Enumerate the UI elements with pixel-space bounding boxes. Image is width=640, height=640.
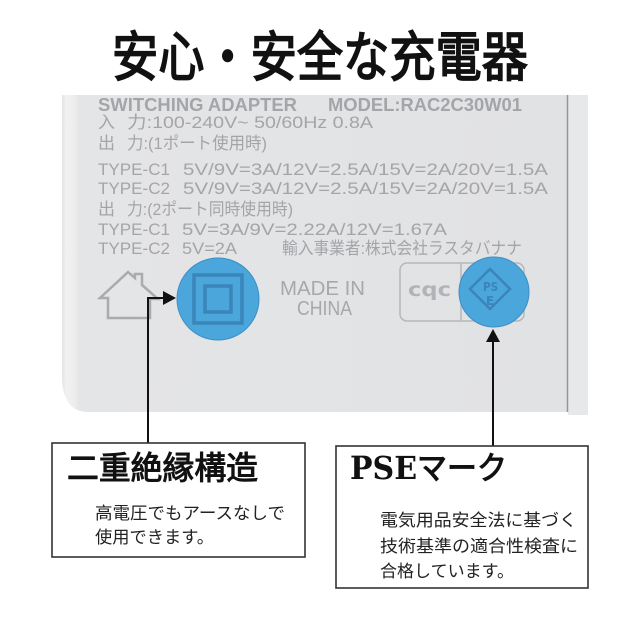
page-title: 安心・安全な充電器 xyxy=(112,25,529,89)
output-dual-heading: 力:(2ポート同時使用時) xyxy=(127,199,293,219)
pse-highlight: PS E xyxy=(458,256,530,328)
port-label: TYPE-C1 xyxy=(98,220,170,239)
origin-line1: MADE IN xyxy=(280,278,365,300)
housing-edge-strip xyxy=(568,95,588,415)
arrow-icon xyxy=(486,329,500,446)
callout-box xyxy=(335,445,589,589)
pse-symbol-bottom: E xyxy=(486,294,494,308)
product-type: SWITCHING ADAPTER xyxy=(98,95,297,115)
callout-body-line: 使用できます。 xyxy=(95,527,214,548)
callout-body-line: 技術基準の適合性検査に xyxy=(380,537,578,557)
pse-symbol-top: PS xyxy=(483,280,498,294)
input-prefix: 入 xyxy=(98,113,115,132)
port-label: TYPE-C2 xyxy=(98,239,170,258)
importer-name: 輸入事業者:株式会社ラスタバナナ xyxy=(282,239,522,258)
input-rating: 力:100-240V~ 50/60Hz 0.8A xyxy=(127,113,374,132)
port-label: TYPE-C1 xyxy=(98,160,170,179)
double-square-icon xyxy=(192,273,244,325)
callout-double-insulation: 二重絶縁構造 高電圧でもアースなしで 使用できます。 xyxy=(51,442,306,558)
callout-body-line: 合格しています。 xyxy=(380,562,514,582)
callout-pse-mark: PSEマーク 電気用品安全法に基づく 技術基準の適合性検査に 合格しています。 xyxy=(335,445,589,589)
arrow-icon xyxy=(147,291,176,443)
callout-body-line: 電気用品安全法に基づく xyxy=(380,511,577,531)
highlight-circle xyxy=(458,256,530,328)
callout-box xyxy=(51,442,306,558)
charger-label-panel: SWITCHING ADAPTER MODEL:RAC2C30W01 入 力:1… xyxy=(62,95,588,415)
callout-title: PSEマーク xyxy=(350,449,507,487)
label-surface xyxy=(62,95,567,412)
port-spec: 5V=2A xyxy=(182,239,238,258)
output-dual-prefix: 出 xyxy=(98,200,115,219)
double-insulation-highlight xyxy=(176,257,260,341)
port-spec: 5V/9V=3A/12V=2.5A/15V=2A/20V=1.5A xyxy=(183,160,549,179)
callout-body-line: 高電圧でもアースなしで xyxy=(95,504,285,524)
model-number: MODEL:RAC2C30W01 xyxy=(328,95,522,115)
callout-title: 二重絶縁構造 xyxy=(67,449,258,487)
output-single-prefix: 出 xyxy=(98,134,115,153)
output-single-heading: 力:(1ポート使用時) xyxy=(127,133,267,153)
cqc-logo: cqc xyxy=(408,279,451,301)
port-label: TYPE-C2 xyxy=(98,179,170,198)
highlight-circle xyxy=(176,257,260,341)
pse-diamond-icon: PS E xyxy=(468,267,512,311)
port-spec: 5V=3A/9V=2.22A/12V=1.67A xyxy=(182,220,448,239)
house-icon xyxy=(96,270,162,320)
origin-line2: CHINA xyxy=(297,298,353,320)
port-spec: 5V/9V=3A/12V=2.5A/15V=2A/20V=1.5A xyxy=(183,179,549,198)
